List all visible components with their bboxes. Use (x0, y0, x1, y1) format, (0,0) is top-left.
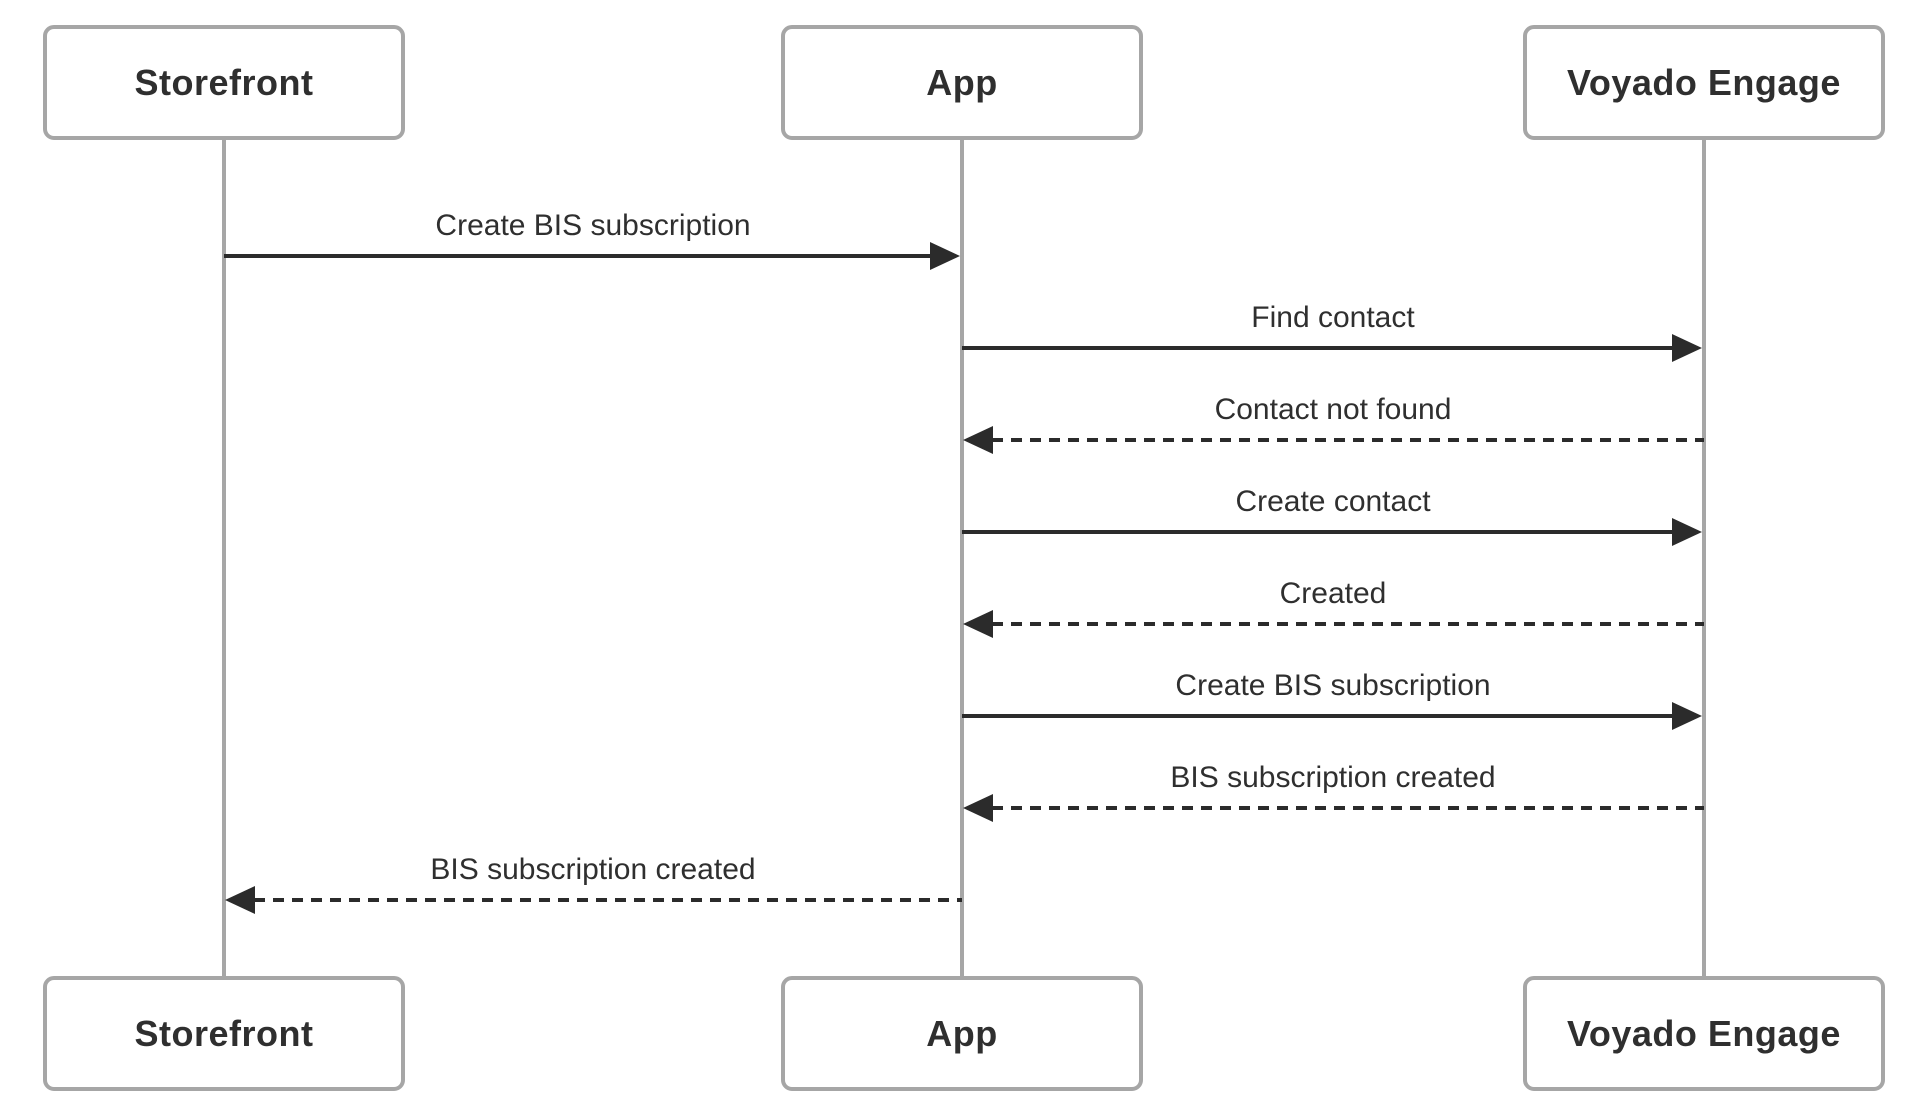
lifeline-storefront (222, 140, 226, 978)
message-label: Find contact (1251, 301, 1415, 334)
actor-app-bottom: App (781, 976, 1143, 1091)
message-label: Create contact (1235, 485, 1431, 518)
actor-voyado-bottom: Voyado Engage (1523, 976, 1885, 1091)
arrowhead-icon (963, 426, 993, 454)
actor-label: App (926, 61, 998, 103)
message-line (962, 714, 1674, 718)
actor-voyado-top: Voyado Engage (1523, 25, 1885, 140)
arrowhead-icon (225, 886, 255, 914)
arrowhead-icon (1672, 702, 1702, 730)
message-label: Create BIS subscription (435, 209, 751, 242)
actor-label: Voyado Engage (1567, 1012, 1841, 1054)
message-line (224, 254, 932, 258)
actor-label: Voyado Engage (1567, 61, 1841, 103)
message-label: Create BIS subscription (1175, 669, 1491, 702)
actor-storefront-bottom: Storefront (43, 976, 405, 1091)
message-label: BIS subscription created (430, 853, 756, 886)
message-label: BIS subscription created (1170, 761, 1496, 794)
arrowhead-icon (963, 794, 993, 822)
lifeline-app (960, 140, 964, 978)
arrowhead-icon (1672, 334, 1702, 362)
arrowhead-icon (963, 610, 993, 638)
message-line (254, 898, 962, 902)
lifeline-voyado (1702, 140, 1706, 978)
actor-label: Storefront (134, 1012, 314, 1054)
message-line (992, 438, 1704, 442)
message-label: Contact not found (1214, 393, 1452, 426)
actor-storefront-top: Storefront (43, 25, 405, 140)
arrowhead-icon (1672, 518, 1702, 546)
message-line (992, 806, 1704, 810)
message-label: Created (1279, 577, 1387, 610)
message-line (992, 622, 1704, 626)
arrowhead-icon (930, 242, 960, 270)
actor-app-top: App (781, 25, 1143, 140)
actor-label: Storefront (134, 61, 314, 103)
message-line (962, 530, 1674, 534)
message-line (962, 346, 1674, 350)
actor-label: App (926, 1012, 998, 1054)
